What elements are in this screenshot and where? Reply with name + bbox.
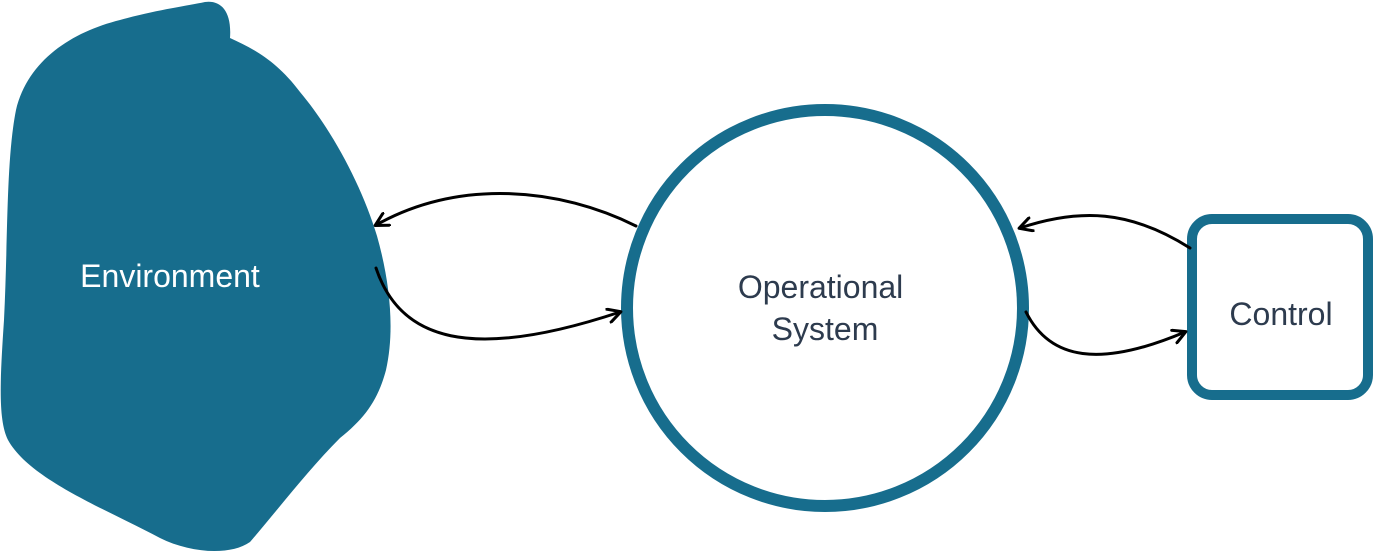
operational-system-shape <box>621 104 1029 512</box>
operational-system-label-line-2: System <box>772 311 879 347</box>
operational-system-label: Operational System <box>738 269 912 347</box>
arrow-control-to-operational <box>1020 214 1192 250</box>
edges <box>374 191 1192 356</box>
operational-system-node: Operational System <box>621 104 1029 512</box>
control-shape <box>1187 214 1373 400</box>
environment-shape <box>0 1 391 552</box>
arrow-environment-to-operational <box>374 266 620 341</box>
arrow-operational-to-control <box>1024 310 1185 356</box>
environment-label: Environment <box>80 258 260 294</box>
environment-node: Environment <box>0 1 391 552</box>
control-label: Control <box>1229 296 1332 332</box>
arrow-operational-to-environment <box>376 191 638 228</box>
operational-system-label-line-1: Operational <box>738 269 903 305</box>
control-node: Control <box>1187 214 1373 400</box>
